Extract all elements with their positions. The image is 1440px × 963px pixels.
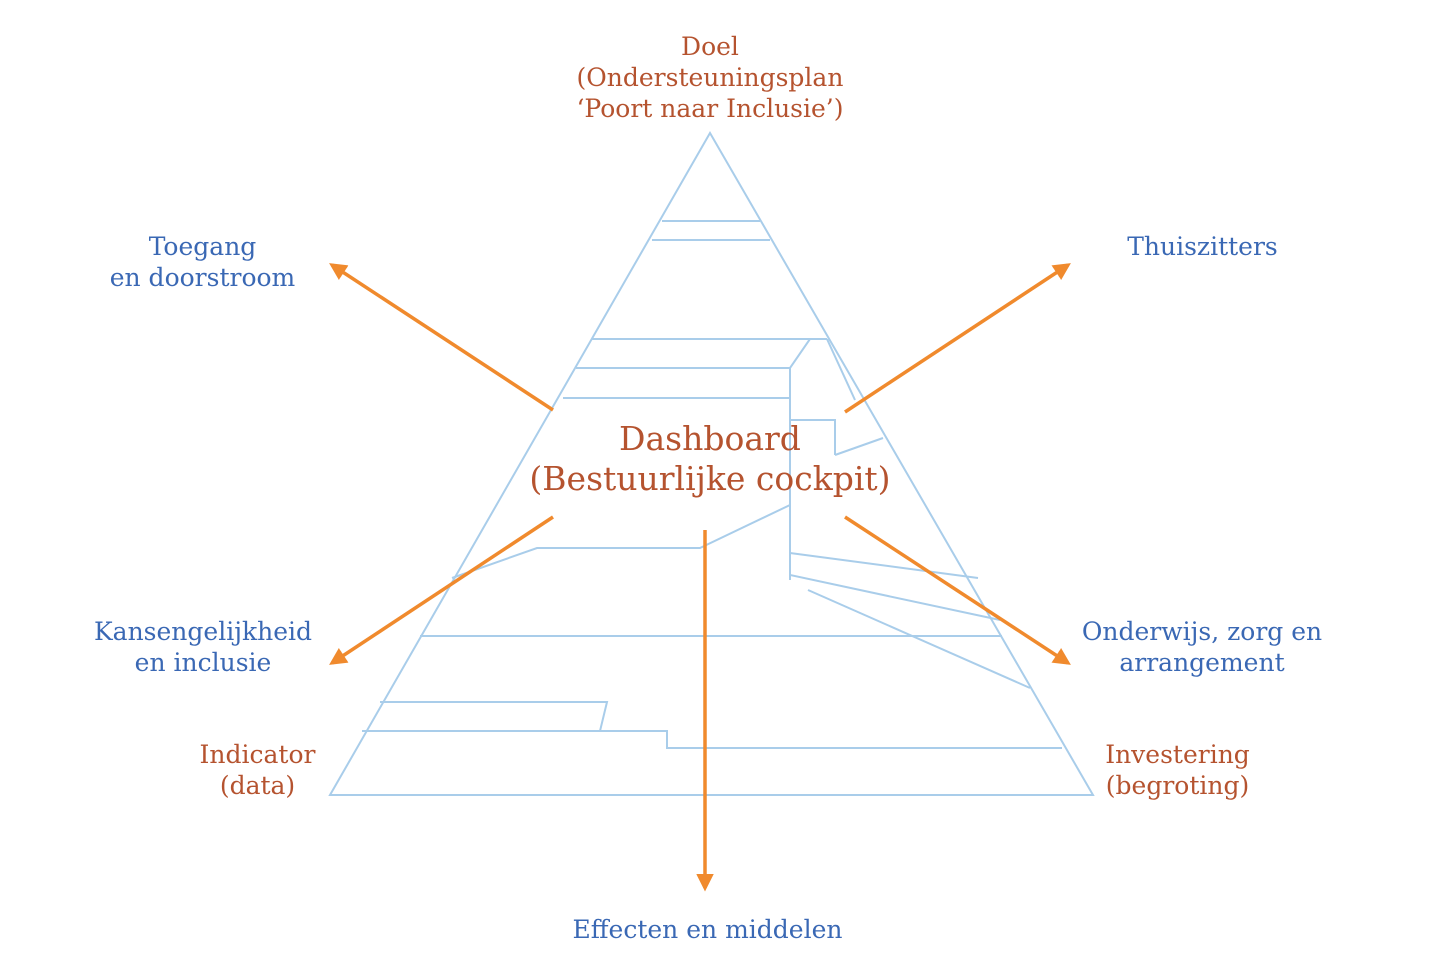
pyramid-stratum-line — [600, 730, 1062, 749]
pyramid-stratum-line — [834, 437, 884, 456]
arrow-to-onderwijs — [844, 515, 1071, 665]
label-onderwijs-line1: Onderwijs, zorg en — [1081, 617, 1323, 646]
label-indicator-line1: Indicator — [199, 740, 316, 769]
label-dashboard-line1: Dashboard — [619, 419, 801, 458]
pyramid-stratum-line — [826, 338, 856, 401]
label-toegang-line1: Toegang — [148, 232, 257, 261]
pyramid-stratum-line — [576, 338, 812, 369]
pyramid-stratum-line — [807, 589, 1031, 689]
label-kansen-line2: en inclusie — [134, 648, 272, 677]
label-thuiszitters: Thuiszitters — [1100, 231, 1305, 262]
label-dashboard-line2: (Bestuurlijke cockpit) — [529, 459, 891, 498]
label-indicator: Indicator (data) — [185, 739, 330, 801]
pyramid-stratum-line — [451, 504, 791, 579]
label-kansen-line1: Kansengelijkheid — [94, 617, 312, 646]
pyramid-stratum-line — [362, 701, 609, 732]
pyramid-outline — [328, 130, 1095, 796]
label-onderwijs: Onderwijs, zorg en arrangement — [1068, 616, 1336, 678]
pyramid-stratum-line — [789, 552, 979, 579]
arrow-to-kansen — [329, 515, 554, 665]
label-onderwijs-line2: arrangement — [1119, 648, 1285, 677]
label-effecten: Effecten en middelen — [540, 914, 875, 945]
label-thuiszitters-line1: Thuiszitters — [1127, 232, 1278, 261]
pyramid-stratum-line — [789, 368, 836, 455]
label-doel-line2: (Ondersteuningsplan — [576, 63, 844, 92]
label-investering: Investering (begroting) — [1095, 739, 1260, 801]
label-doel: Doel (Ondersteuningsplan ‘Poort naar Inc… — [560, 31, 860, 124]
label-indicator-line2: (data) — [219, 771, 296, 800]
label-investering-line2: (begroting) — [1105, 771, 1250, 800]
label-investering-line1: Investering — [1105, 740, 1250, 769]
label-kansengelijkheid: Kansengelijkheid en inclusie — [78, 616, 328, 678]
label-doel-line1: Doel — [681, 32, 739, 61]
pyramid — [328, 130, 1095, 796]
label-effecten-line1: Effecten en middelen — [572, 915, 843, 944]
label-toegang: Toegang en doorstroom — [90, 231, 315, 293]
label-dashboard: Dashboard (Bestuurlijke cockpit) — [480, 419, 940, 499]
arrow-to-thuiszitters — [844, 263, 1071, 414]
label-doel-line3: ‘Poort naar Inclusie’) — [576, 94, 844, 123]
arrow-to-toegang — [329, 263, 554, 412]
arrows — [329, 263, 1071, 892]
label-toegang-line2: en doorstroom — [109, 263, 296, 292]
